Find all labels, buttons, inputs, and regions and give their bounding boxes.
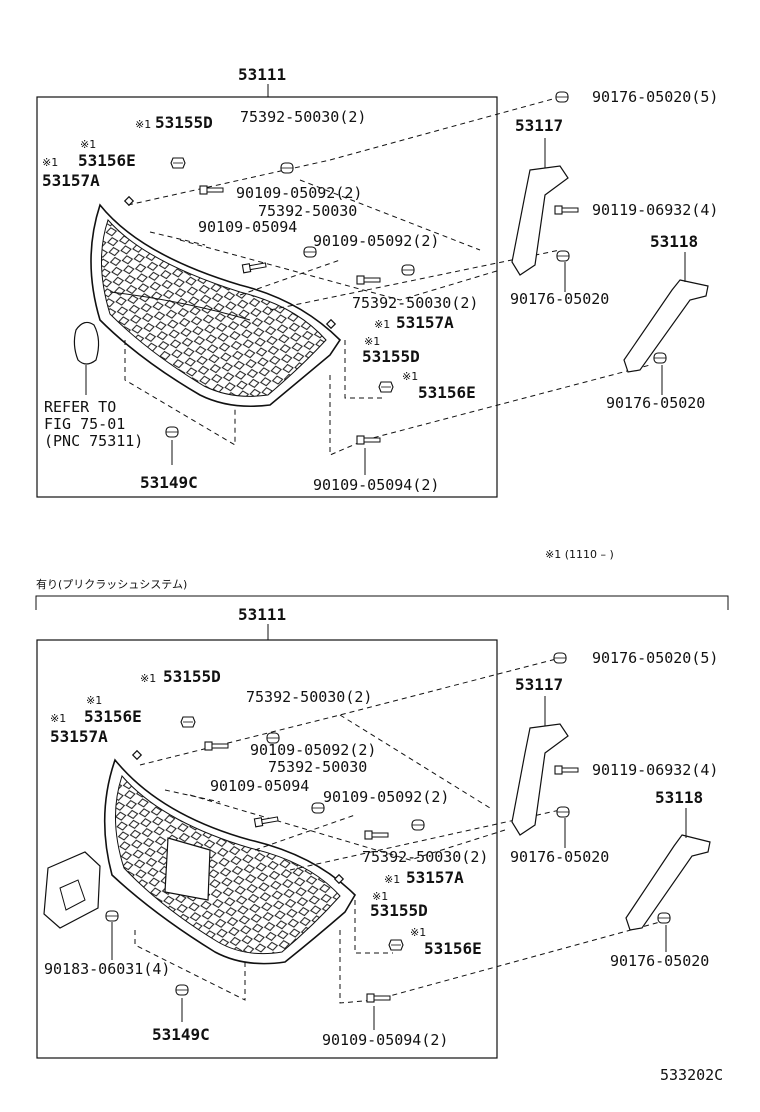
top-label-90176-b: 90176-05020 xyxy=(606,394,705,412)
top-emblem xyxy=(73,321,100,365)
bottom-bracket-53117 xyxy=(511,723,569,836)
bottom-label-53118: 53118 xyxy=(655,788,703,807)
top-label-53118: 53118 xyxy=(650,232,698,251)
top-bracket-53118 xyxy=(623,279,709,373)
bottom-sensor-window xyxy=(164,837,211,901)
svg-text:(PNC 75311): (PNC 75311) xyxy=(44,432,143,450)
bottom-label-53117: 53117 xyxy=(515,675,563,694)
svg-text:※1: ※1 xyxy=(384,873,400,886)
bottom-bracket-53118 xyxy=(625,834,711,931)
top-label-53156E-b: 53156E xyxy=(418,383,476,402)
bottom-label-90109-05092-a: 90109-05092(2) xyxy=(250,741,376,759)
top-label-53157A: 53157A xyxy=(42,171,100,190)
top-label-90176-5: 90176-05020(5) xyxy=(592,88,718,106)
svg-text:※1: ※1 xyxy=(86,694,102,707)
svg-text:※1: ※1 xyxy=(135,118,151,131)
bottom-label-90109-05092-b: 90109-05092(2) xyxy=(323,788,449,806)
top-label-75392-2: 75392-50030(2) xyxy=(240,108,366,126)
top-label-53155D-b: 53155D xyxy=(362,347,420,366)
bottom-emblem xyxy=(43,851,101,929)
top-label-90176-a: 90176-05020 xyxy=(510,290,609,308)
svg-text:※1: ※1 xyxy=(50,712,66,725)
bottom-label-90109-05094-2: 90109-05094(2) xyxy=(322,1031,448,1049)
bottom-label-90109-05094: 90109-05094 xyxy=(210,777,309,795)
top-label-53149C: 53149C xyxy=(140,473,198,492)
bottom-label-53157A: 53157A xyxy=(50,727,108,746)
svg-text:※1: ※1 xyxy=(80,138,96,151)
top-label-53111: 53111 xyxy=(238,65,286,84)
note: ※1 (1110 – ) xyxy=(545,548,614,561)
top-label-75392: 75392-50030 xyxy=(258,202,357,220)
bottom-label-90176-5: 90176-05020(5) xyxy=(592,649,718,667)
bottom-label-53155D: 53155D xyxy=(163,667,221,686)
svg-text:※1: ※1 xyxy=(364,335,380,348)
top-grille xyxy=(90,203,342,408)
top-label-90109-05092-a: 90109-05092(2) xyxy=(236,184,362,202)
bottom-label-75392-2b: 75392-50030(2) xyxy=(362,848,488,866)
bottom-label-90119-4: 90119-06932(4) xyxy=(592,761,718,779)
svg-text:※1: ※1 xyxy=(410,926,426,939)
top-frame xyxy=(36,96,498,498)
svg-text:※1: ※1 xyxy=(42,156,58,169)
bottom-section: 有り(プリクラッシュシステム) 53111 xyxy=(35,577,729,1059)
svg-text:REFER TO: REFER TO xyxy=(44,398,116,416)
top-label-53117: 53117 xyxy=(515,116,563,135)
bottom-label-53149C: 53149C xyxy=(152,1025,210,1044)
top-label-75392-2b: 75392-50030(2) xyxy=(352,294,478,312)
top-label-53155D: 53155D xyxy=(155,113,213,132)
top-label-90109-05092-b: 90109-05092(2) xyxy=(313,232,439,250)
bottom-label-53157A-b: 53157A xyxy=(406,868,464,887)
svg-text:※1: ※1 xyxy=(374,318,390,331)
bottom-label-53111: 53111 xyxy=(238,605,286,624)
bottom-label-75392-2: 75392-50030(2) xyxy=(246,688,372,706)
top-label-53156E: 53156E xyxy=(78,151,136,170)
bottom-label-90176-a: 90176-05020 xyxy=(510,848,609,866)
top-label-90109-05094: 90109-05094 xyxy=(198,218,297,236)
svg-text:※1: ※1 xyxy=(372,890,388,903)
svg-text:※1: ※1 xyxy=(140,672,156,685)
bottom-label-53156E-b: 53156E xyxy=(424,939,482,958)
bottom-label-90176-b: 90176-05020 xyxy=(610,952,709,970)
bottom-label-53155D-b: 53155D xyxy=(370,901,428,920)
top-label-90119-4: 90119-06932(4) xyxy=(592,201,718,219)
bottom-label-90183: 90183-06031(4) xyxy=(44,960,170,978)
bottom-grille xyxy=(103,758,357,965)
diagram-code: 533202C xyxy=(660,1066,723,1084)
svg-text:※1: ※1 xyxy=(402,370,418,383)
top-label-90109-05094-2: 90109-05094(2) xyxy=(313,476,439,494)
top-section: 53111 xyxy=(36,65,718,498)
section2-caption: 有り(プリクラッシュシステム) xyxy=(36,577,187,591)
bottom-label-53156E: 53156E xyxy=(84,707,142,726)
top-label-53157A-b: 53157A xyxy=(396,313,454,332)
top-bracket-53117 xyxy=(511,165,569,276)
bottom-label-75392: 75392-50030 xyxy=(268,758,367,776)
svg-text:FIG 75-01: FIG 75-01 xyxy=(44,415,125,433)
bottom-frame xyxy=(36,639,498,1059)
